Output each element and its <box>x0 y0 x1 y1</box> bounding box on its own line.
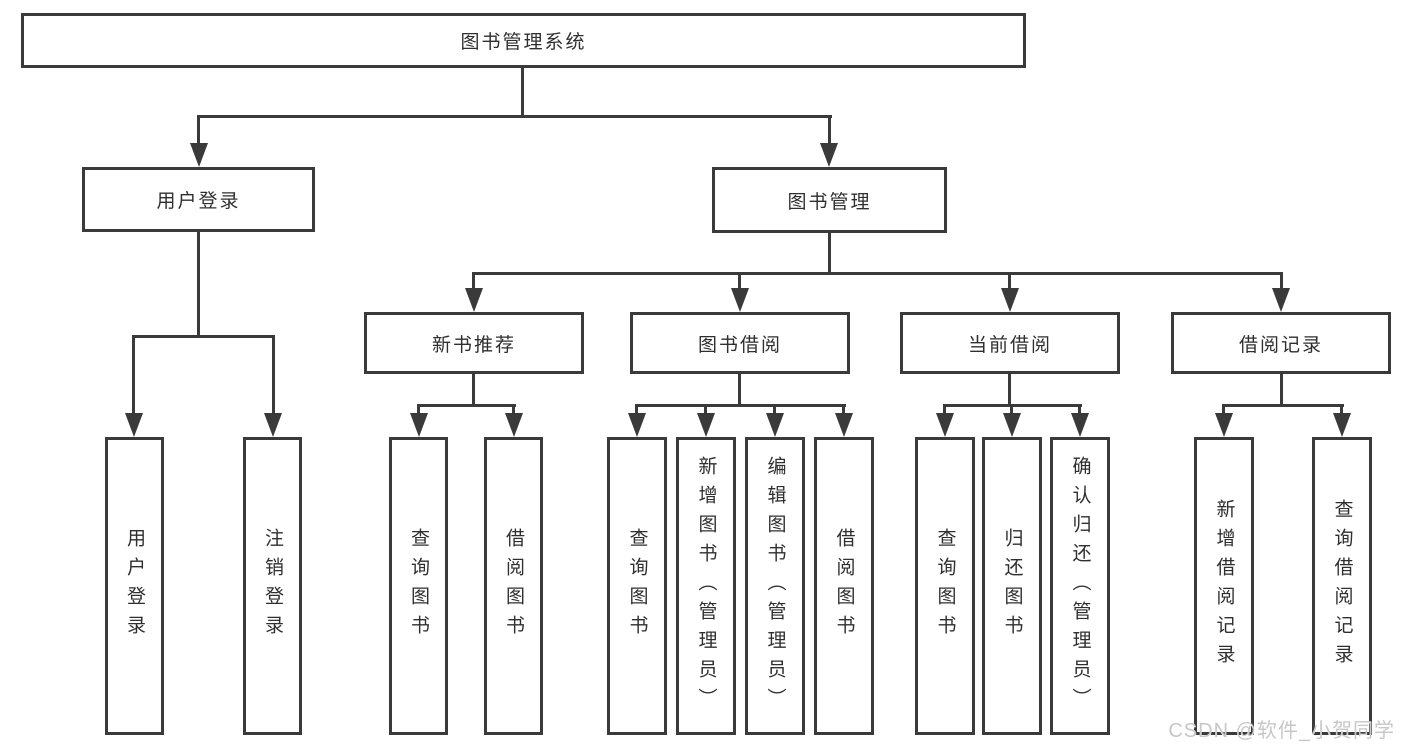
connector-branch <box>1222 404 1344 407</box>
leaf-label: 新增借阅记录 <box>1213 499 1235 673</box>
arrow-down-icon <box>628 413 646 437</box>
connector-drop-leaf <box>635 404 638 416</box>
connector-stem <box>738 374 741 407</box>
arrow-down-icon <box>1071 413 1089 437</box>
connector-drop-leaf <box>132 335 135 415</box>
leaf-borrow-books-2: 借阅图书 <box>814 437 874 735</box>
node-book-management: 图书管理 <box>712 167 947 233</box>
connector-user-login-branch <box>132 335 275 338</box>
leaf-query-books-1: 查询图书 <box>389 437 448 735</box>
connector-book-mgmt-stem <box>828 233 831 275</box>
connector-drop-level2 <box>1280 272 1283 292</box>
node-book-borrow: 图书借阅 <box>630 312 850 374</box>
leaf-label: 确认归还（管理员） <box>1069 455 1091 717</box>
connector-branch <box>417 404 516 407</box>
arrow-down-icon <box>465 288 483 312</box>
arrow-down-icon <box>936 413 954 437</box>
arrow-down-icon <box>190 143 208 167</box>
leaf-label: 用户登录 <box>124 528 145 644</box>
node-new-book-recommend-label: 新书推荐 <box>431 334 516 356</box>
leaf-query-books-3: 查询图书 <box>915 437 975 735</box>
connector-drop-level2 <box>738 272 741 292</box>
arrow-down-icon <box>410 413 428 437</box>
arrow-down-icon <box>505 413 523 437</box>
arrow-down-icon <box>1215 413 1233 437</box>
connector-stem <box>472 374 475 407</box>
leaf-label: 借阅图书 <box>833 528 855 644</box>
connector-drop-leaf <box>1340 404 1343 416</box>
node-current-borrow-label: 当前借阅 <box>967 334 1052 356</box>
connector-user-login-stem <box>197 232 200 338</box>
arrow-down-icon <box>766 413 784 437</box>
leaf-return-books: 归还图书 <box>982 437 1042 735</box>
arrow-down-icon <box>125 413 143 437</box>
arrow-down-icon <box>697 413 715 437</box>
leaf-label: 借阅图书 <box>503 528 524 644</box>
connector-stem <box>1280 374 1283 407</box>
arrow-down-icon <box>731 288 749 312</box>
node-borrow-records: 借阅记录 <box>1171 312 1391 374</box>
connector-drop-leaf <box>943 404 946 416</box>
connector-root-stem <box>521 68 524 118</box>
arrow-down-icon <box>1003 413 1021 437</box>
node-user-login-label: 用户登录 <box>156 191 241 212</box>
arrow-down-icon <box>1333 413 1351 437</box>
node-root: 图书管理系统 <box>21 13 1026 68</box>
connector-drop-book-mgmt <box>828 115 831 147</box>
leaf-add-books-admin: 新增图书（管理员） <box>676 437 736 735</box>
connector-stem <box>1008 374 1011 407</box>
leaf-query-borrow-record: 查询借阅记录 <box>1312 437 1372 735</box>
leaf-label: 编辑图书（管理员） <box>764 455 786 717</box>
leaf-add-borrow-record: 新增借阅记录 <box>1194 437 1254 735</box>
connector-drop-leaf <box>842 404 845 416</box>
node-book-borrow-label: 图书借阅 <box>697 334 782 356</box>
arrow-down-icon <box>1272 288 1290 312</box>
node-borrow-records-label: 借阅记录 <box>1238 334 1323 356</box>
leaf-user-login: 用户登录 <box>105 437 164 735</box>
connector-drop-leaf <box>417 404 420 416</box>
connector-drop-level2 <box>472 272 475 292</box>
leaf-label: 查询图书 <box>934 528 956 644</box>
connector-drop-leaf <box>512 404 515 416</box>
leaf-label: 查询借阅记录 <box>1331 499 1353 673</box>
connector-drop-leaf <box>1078 404 1081 416</box>
connector-drop-leaf <box>1222 404 1225 416</box>
leaf-edit-books-admin: 编辑图书（管理员） <box>745 437 805 735</box>
node-root-label: 图书管理系统 <box>460 32 587 53</box>
connector-drop-leaf <box>272 335 275 415</box>
connector-drop-level2 <box>1008 272 1011 292</box>
leaf-label: 查询图书 <box>626 528 648 644</box>
leaf-confirm-return-admin: 确认归还（管理员） <box>1050 437 1110 735</box>
arrow-down-icon <box>835 413 853 437</box>
node-book-management-label: 图书管理 <box>787 191 872 213</box>
connector-drop-leaf <box>773 404 776 416</box>
leaf-logout: 注销登录 <box>243 437 302 735</box>
node-new-book-recommend: 新书推荐 <box>364 312 584 374</box>
connector-level1-branch <box>197 115 832 118</box>
leaf-label: 归还图书 <box>1001 528 1023 644</box>
csdn-watermark: CSDN @软件_小贺同学 <box>1168 720 1395 742</box>
arrow-down-icon <box>264 413 282 437</box>
connector-level2-branch <box>472 272 1283 275</box>
connector-drop-leaf <box>1010 404 1013 416</box>
leaf-label: 注销登录 <box>262 528 283 644</box>
connector-drop-user-login <box>197 115 200 147</box>
arrow-down-icon <box>1001 288 1019 312</box>
connector-drop-leaf <box>704 404 707 416</box>
leaf-label: 查询图书 <box>408 528 429 644</box>
node-user-login: 用户登录 <box>82 167 315 232</box>
arrow-down-icon <box>820 143 838 167</box>
leaf-label: 新增图书（管理员） <box>695 455 717 717</box>
connector-branch <box>635 404 846 407</box>
leaf-query-books-2: 查询图书 <box>607 437 667 735</box>
node-current-borrow: 当前借阅 <box>900 312 1120 374</box>
leaf-borrow-books-1: 借阅图书 <box>484 437 543 735</box>
